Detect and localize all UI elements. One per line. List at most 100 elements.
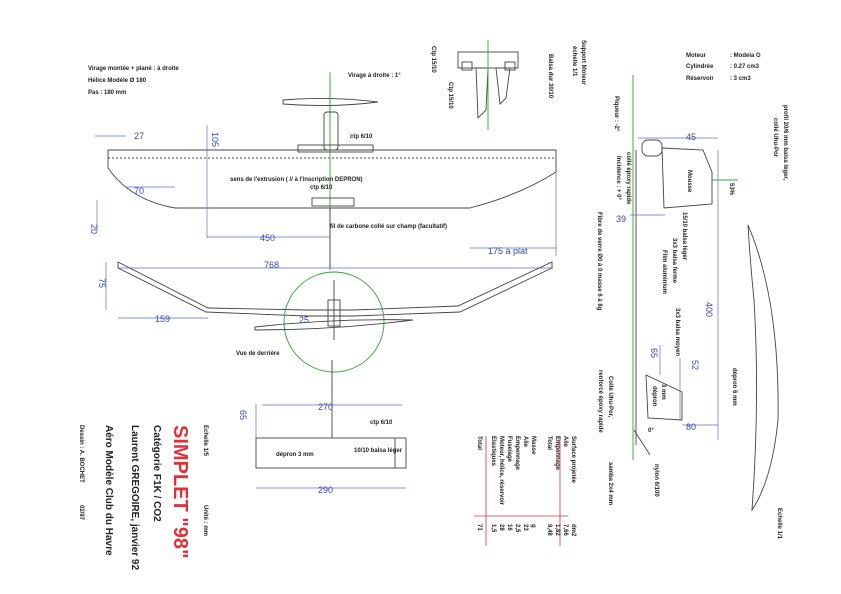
stab-dim-65: 65 <box>238 410 248 420</box>
fus-balsa-moyen: 3x3 balsa moyen <box>674 308 680 356</box>
fus-samba: samba 2x4 mm <box>607 462 613 505</box>
fuselage-side <box>630 75 738 460</box>
title-main: SIMPLET "98" <box>169 425 191 558</box>
profil-label-2: collé Uhu-Por <box>772 118 778 158</box>
table-emp-k: Empennage <box>554 436 560 471</box>
fus-fibre: Fibre de verre Ø0 à 0 masse 6 à 8g <box>596 212 602 311</box>
table-total-v: 9,48 <box>546 524 552 536</box>
fus-colle-uhu: Collé Uhu-Por, <box>607 376 613 418</box>
title-categorie: Catégorie F1K / CO2 <box>151 425 162 522</box>
stab-depron: dépron 3 mm <box>276 452 314 458</box>
table-m-aile-v: 23 <box>522 524 528 531</box>
fus-renforce: renforcé époxy rapide <box>597 370 603 433</box>
title-date: 02/97 <box>78 505 84 521</box>
table-m-mot-v: 28 <box>498 524 504 531</box>
spec-res-key: Réservoir <box>686 76 714 82</box>
table-m-mot-k: Moteur, hélice, réservoir <box>498 436 504 506</box>
fus-balsa15: 15/10 balsa léger <box>681 212 687 261</box>
fus-53pct: 53% <box>728 183 734 196</box>
carbone-label: fil de carbone collé sur champ (facultat… <box>330 224 447 230</box>
spec-cyl-key: Cylindrée <box>686 64 714 70</box>
fus-dim-400: 400 <box>704 302 714 317</box>
motor-top <box>323 111 339 151</box>
fin-depron <box>645 374 683 421</box>
fus-balsa-ferme: 3x3 balsa ferme <box>671 238 677 284</box>
fus-depron3: 3 mm <box>660 384 666 400</box>
fus-film: Film aluminium <box>661 250 667 294</box>
title-dessin: Dessin : A. BOCHET <box>78 425 84 483</box>
fus-dim-65: 65 <box>649 348 659 358</box>
note-helice: Hélice Modèle Ø 180 <box>88 78 147 84</box>
dim-75: 75 <box>97 278 107 288</box>
dim-27: 27 <box>134 131 144 141</box>
prop-circle <box>283 271 385 373</box>
profil-echelle: Echelle 1/1 <box>776 508 782 540</box>
table-g: g <box>530 524 536 528</box>
title-echelle: Echelle 1/5 <box>202 425 208 457</box>
ctp-label-1: ctp 6/10 <box>350 134 373 140</box>
table-m-total-v: 71 <box>476 524 482 531</box>
dim-450: 450 <box>260 233 275 243</box>
table-m-ela-v: 1,5 <box>490 524 496 533</box>
table-surface-0: Surface projetée <box>570 436 576 484</box>
spec-moteur-key: Moteur <box>686 53 707 59</box>
table-total-k: Total <box>546 436 552 450</box>
propeller-top <box>282 97 379 107</box>
note-pas: Pas : 180 mm <box>88 90 126 96</box>
wing-rear-outline <box>117 261 553 317</box>
support-ctp-b: Ctp 15/10 <box>447 82 453 109</box>
title-club: Aéro Modèle Club du Havre <box>103 425 114 556</box>
fus-nylon: nylon 6/100 <box>653 464 659 497</box>
dim-159: 159 <box>155 314 170 324</box>
fus-dim-39: 39 <box>616 214 626 224</box>
title-block: Echelle 1/5 Unité : mm SIMPLET "98" Caté… <box>78 425 208 570</box>
profil-label: profil 20/6 mm balsa léger, <box>782 105 788 180</box>
wing-profile <box>747 224 779 512</box>
table-masse-0: Masse <box>530 436 536 455</box>
table-m-emp-v: 2,5 <box>514 524 520 533</box>
fus-colle: collé époxy rapide <box>625 152 631 205</box>
virage-label: Virage à droite : 1° <box>348 73 401 79</box>
propeller-rear <box>254 319 414 331</box>
support-ctp-a: Ctp 15/10 <box>430 46 436 73</box>
dim-175: 175 à plat <box>488 246 528 256</box>
wing-dimensions: 27 105 70 20 450 175 à plat <box>89 125 557 256</box>
fus-depron6: dépron 6 mm <box>731 368 737 406</box>
stab-dim-290: 290 <box>318 485 333 495</box>
table-aile-k: Aile <box>562 436 568 448</box>
table-m-fus-k: Fuselage <box>506 436 512 463</box>
fus-dim-80: 80 <box>686 422 696 432</box>
support-echelle: échelle 1/1 <box>571 46 577 77</box>
stabilizer: 65 270 ctp 6/10 dépron 3 mm 10/10 balsa … <box>238 360 407 495</box>
title-author: Laurent GREGOIRE, janvier 92 <box>129 425 140 570</box>
title-unite: Unité : mm <box>202 505 208 536</box>
fus-mousse: Mousse <box>686 170 692 193</box>
tank-mousse <box>661 147 713 209</box>
fus-dim-45: 45 <box>686 132 696 142</box>
dim-70: 70 <box>134 186 144 196</box>
table-m-emp-k: Empennage <box>514 436 520 471</box>
table-m-aile-k: Aile <box>522 436 528 448</box>
fus-piqueur: Piqueur : -2° <box>613 96 619 132</box>
rear-view: 768 75 159 25 Vue de derrière <box>97 260 553 373</box>
extrusion-label: sens de l'extrusion ( // à l'inscription… <box>230 177 363 183</box>
table-dm2: dm2 <box>570 524 576 537</box>
note-virage-montee: Virage montée + plané : à droite <box>88 66 179 72</box>
support-balsa: Balsa dur 30/10 <box>547 54 553 99</box>
stab-ctp: ctp 6/10 <box>370 420 393 426</box>
table-aile-v: 7,66 <box>562 524 568 536</box>
table-m-fus-v: 16 <box>506 524 512 531</box>
data-table: Surface projetée dm2 Aile 7,66 Empennage… <box>474 436 576 546</box>
wing-outline <box>107 149 557 209</box>
dim-20: 20 <box>89 224 99 234</box>
spec-cyl-val: : 0.27 cm3 <box>730 64 760 70</box>
dim-105: 105 <box>210 132 220 147</box>
dim-768: 768 <box>264 260 279 270</box>
support-title: Support Moteur <box>580 40 586 85</box>
table-m-ela-k: Elastiques <box>490 436 496 467</box>
fus-angle-0: 0° <box>648 428 654 434</box>
fus-incidence: Incidence : + 0° <box>615 156 621 201</box>
fus-dim-52: 52 <box>690 360 700 370</box>
table-m-total-k: Total <box>476 436 482 450</box>
